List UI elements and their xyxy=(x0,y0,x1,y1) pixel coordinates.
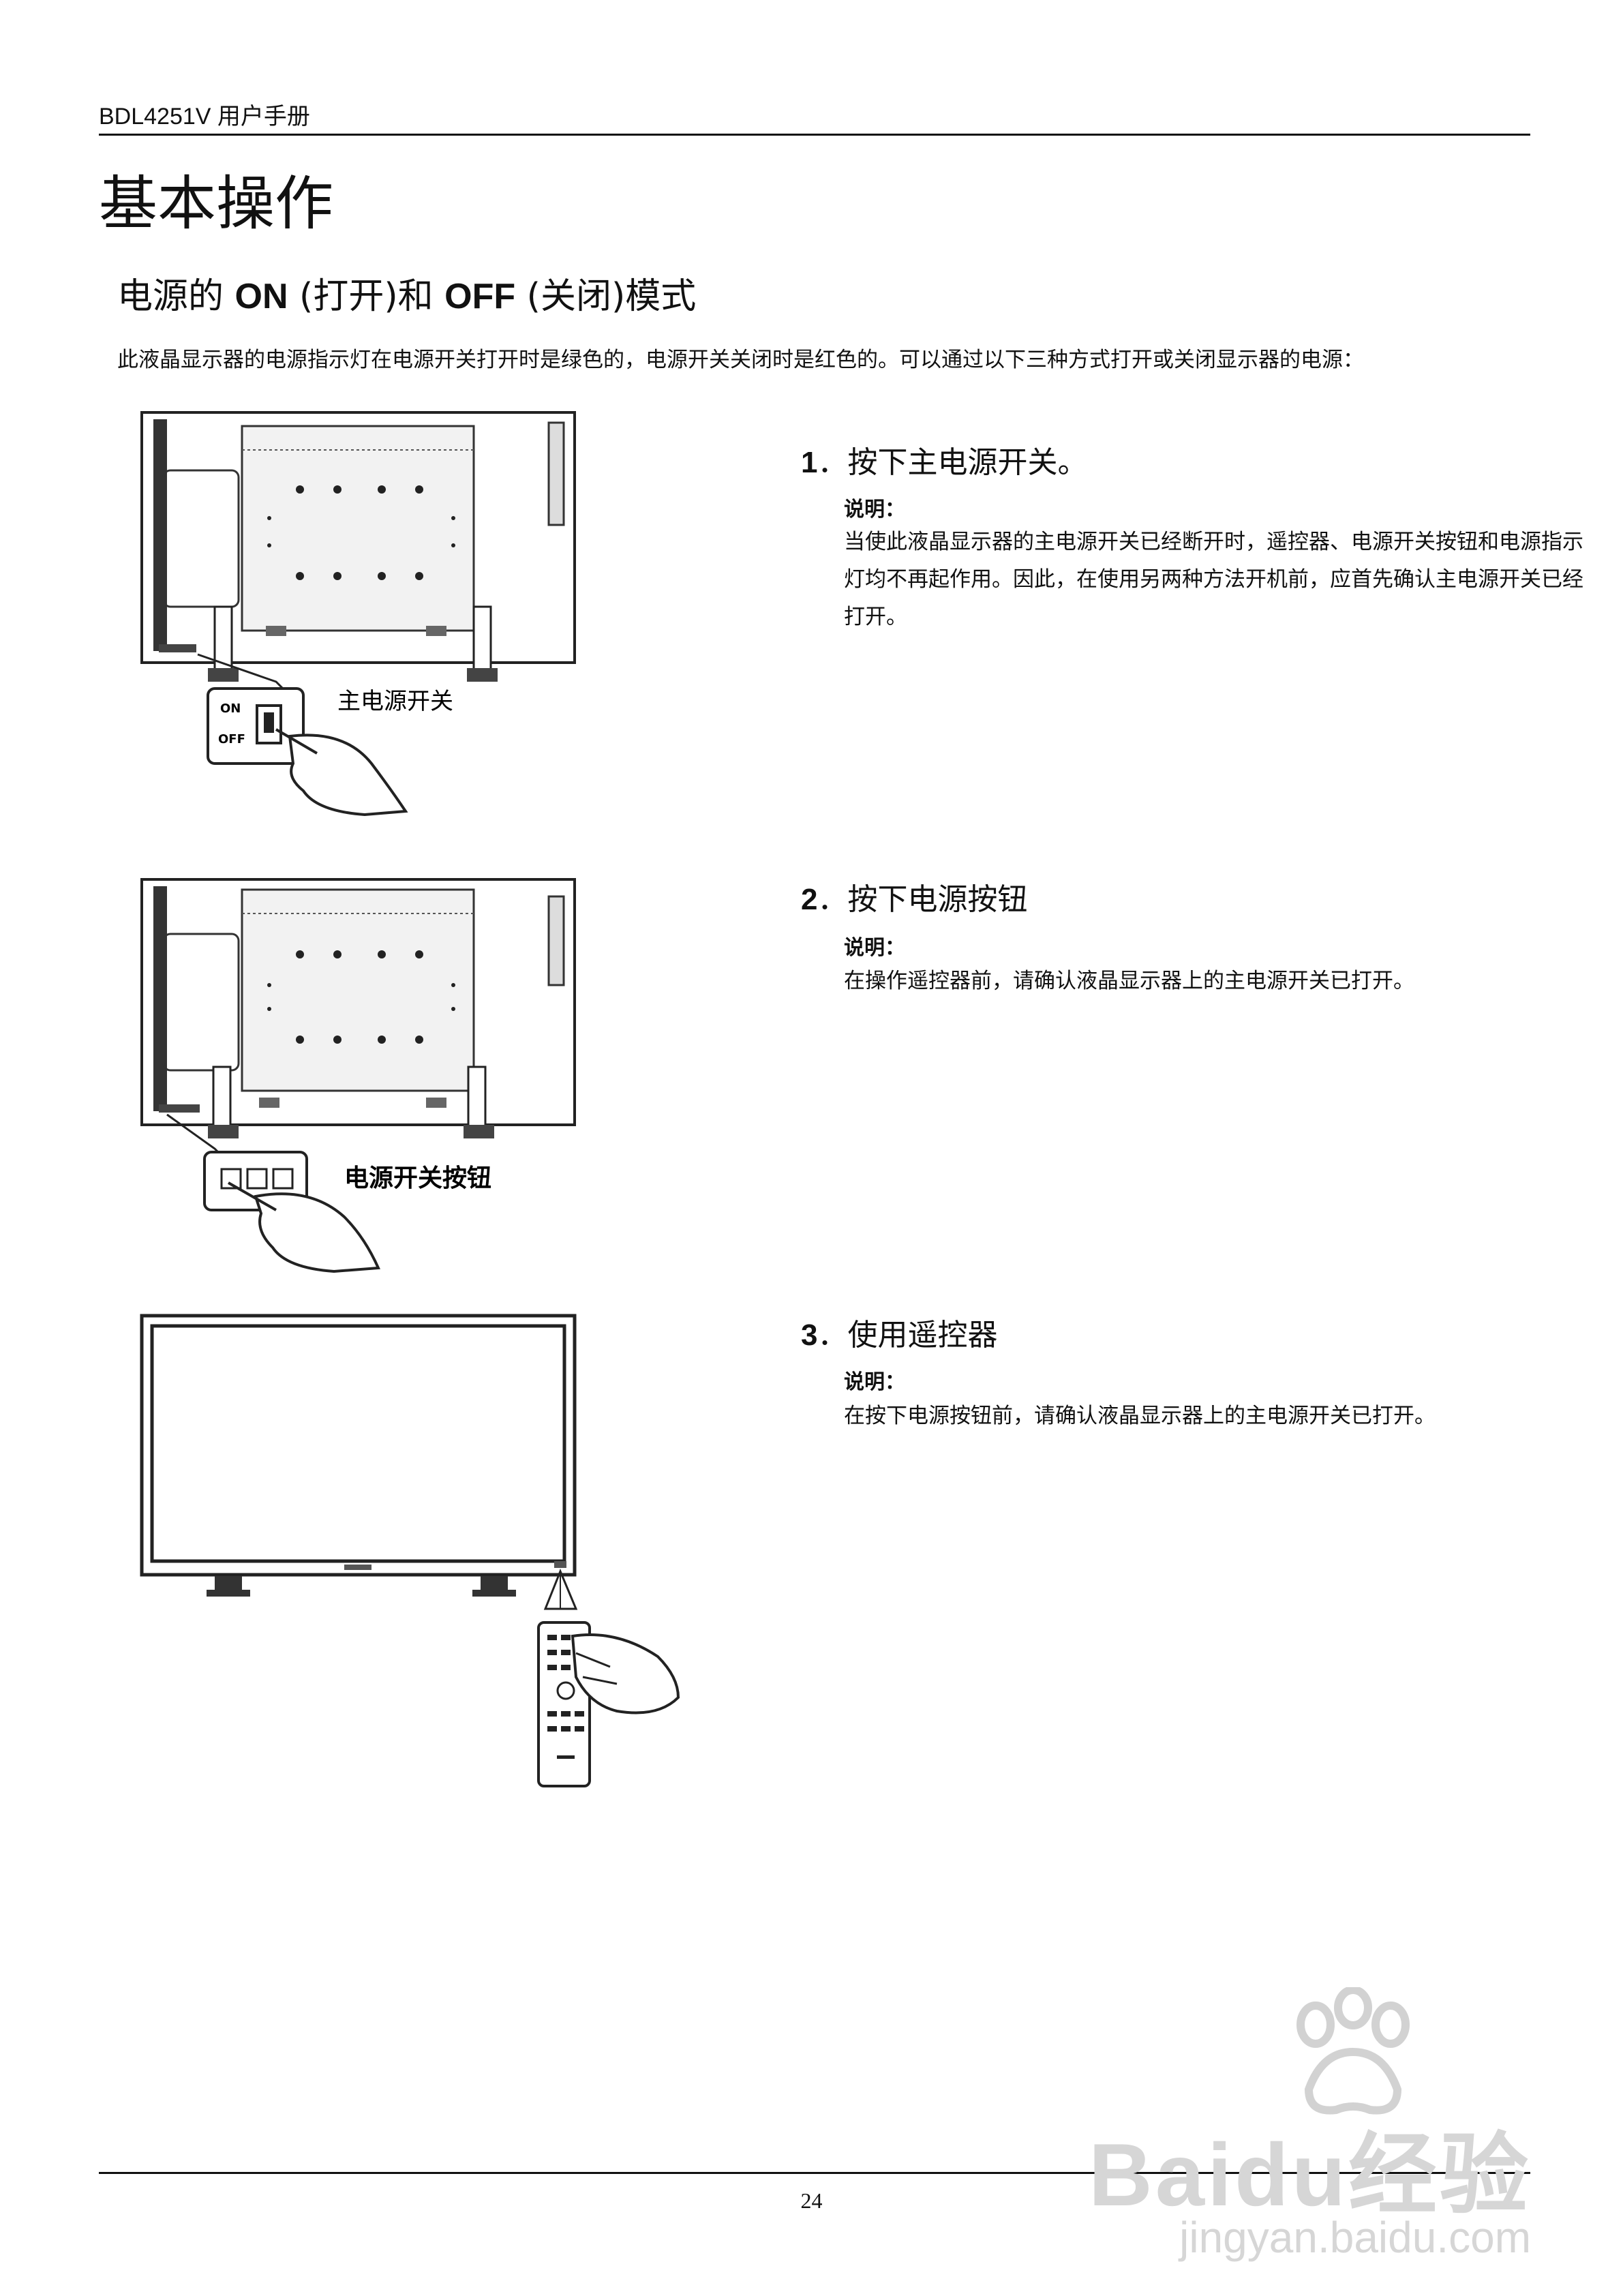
page-number: 24 xyxy=(800,2188,823,2213)
step-1-note-label: 说明： xyxy=(844,498,905,522)
figure-remote-control xyxy=(140,1314,680,1787)
figure-power-button: 电源开关按钮 xyxy=(140,878,576,1273)
step-3-title: 3．使用遥控器 xyxy=(801,1318,998,1353)
figure-main-power-switch: ON OFF 主电源开关 xyxy=(140,411,576,817)
step-3-note-label: 说明： xyxy=(844,1370,905,1394)
step-1-note: 当使此液晶显示器的主电源开关已经断开时，遥控器、电源开关按钮和电源指示灯均不再起… xyxy=(844,530,1583,629)
svg-text:电源开关按钮: 电源开关按钮 xyxy=(344,1164,491,1192)
step-2-title: 2．按下电源按钮 xyxy=(801,882,1028,917)
watermark-brand: Baidu经验 xyxy=(1088,2125,1531,2224)
paw-icon xyxy=(1296,1987,1410,2115)
svg-text:OFF: OFF xyxy=(218,732,245,746)
header-rule xyxy=(99,134,1530,136)
page-title: 基本操作 xyxy=(99,170,333,238)
document-header: BDL4251V 用户手册 xyxy=(99,104,310,130)
watermark-url: jingyan.baidu.com xyxy=(1179,2213,1531,2262)
step-2-note-label: 说明： xyxy=(844,936,905,960)
step-1-title: 1．按下主电源开关。 xyxy=(801,445,1088,480)
svg-text:ON: ON xyxy=(220,701,241,716)
section-title: 电源的 ON (打开)和 OFF (关闭)模式 xyxy=(117,276,697,317)
svg-text:主电源开关: 主电源开关 xyxy=(337,688,453,715)
step-3-note: 在按下电源按钮前，请确认液晶显示器上的主电源开关已打开。 xyxy=(844,1404,1436,1428)
step-2-note: 在操作遥控器前，请确认液晶显示器上的主电源开关已打开。 xyxy=(844,969,1414,993)
intro-text: 此液晶显示器的电源指示灯在电源开关打开时是绿色的，电源开关关闭时是红色的。可以通… xyxy=(117,348,1364,372)
footer-rule xyxy=(99,2172,1530,2174)
